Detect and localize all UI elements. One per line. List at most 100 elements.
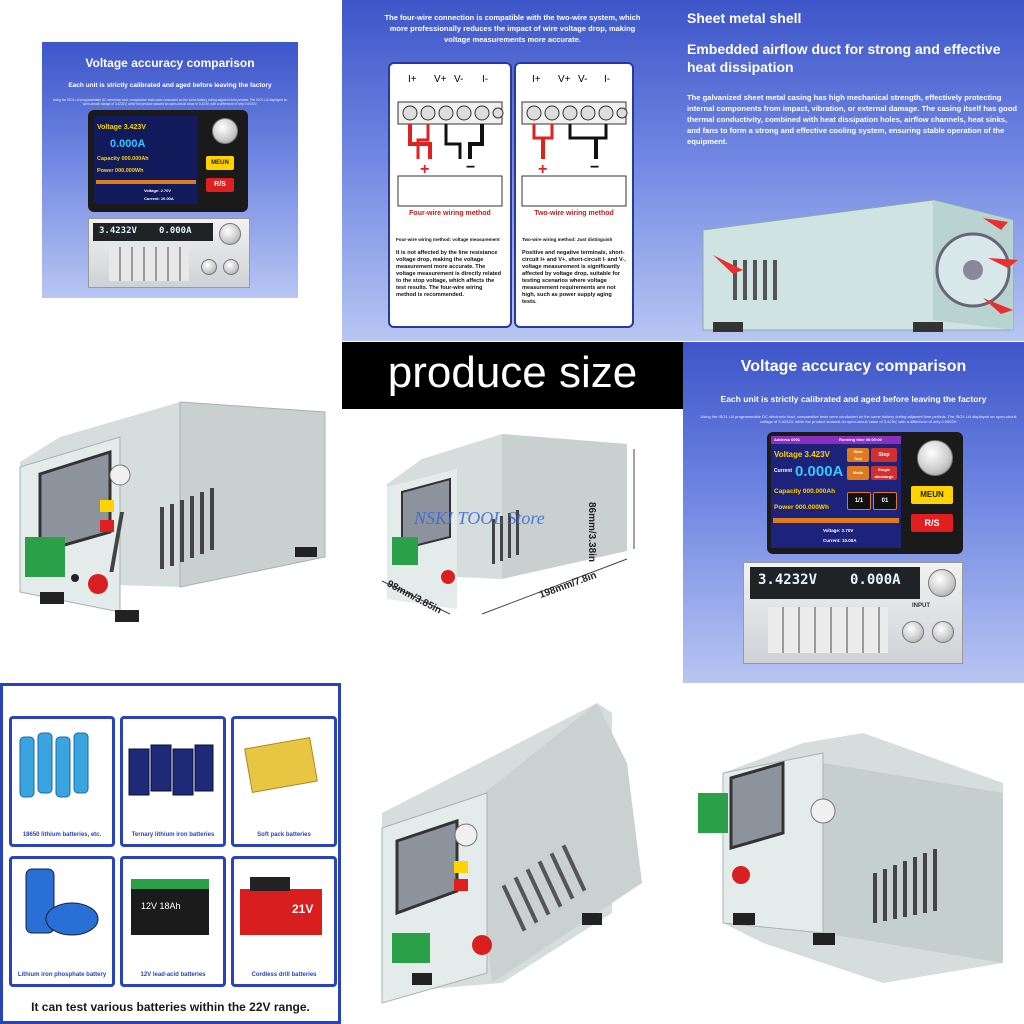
lcd-mode-button[interactable]: Mode xyxy=(847,466,869,480)
lcd-large-current: 0.000A xyxy=(795,463,844,480)
term2-label-i-minus: I- xyxy=(604,74,610,85)
lead-acid-rating: 12V 18Ah xyxy=(141,901,181,911)
input-terminal-minus[interactable] xyxy=(223,259,239,275)
reference-current-readout: 0.000A xyxy=(850,572,901,588)
meun-button[interactable]: MEUN xyxy=(206,156,234,170)
battery-label-18650: 18650 lithium batteries, etc. xyxy=(22,832,102,838)
accuracy-large-title: Voltage accuracy comparison xyxy=(740,358,967,375)
lcd-display-large: Address 0001 Running time 00:00:00 Volta… xyxy=(767,432,963,554)
reference-terminal-minus[interactable] xyxy=(932,621,954,643)
reference-input-label: INPUT xyxy=(912,603,930,609)
lcd-stop-button[interactable]: Stop xyxy=(871,448,897,462)
device-render-angled xyxy=(381,703,642,1004)
shell-body: The galvanized sheet metal casing has hi… xyxy=(687,93,1017,146)
battery-label-drill: Cordless drill batteries xyxy=(251,972,317,978)
wiring-panel: The four-wire connection is compatible w… xyxy=(342,0,683,341)
battery-card-18650: 18650 lithium batteries, etc. xyxy=(9,716,115,847)
four-wire-heading: Four-wire wiring method: voltage measure… xyxy=(396,237,500,242)
accuracy-card: Voltage accuracy comparison Each unit is… xyxy=(42,42,298,298)
reference-load-display: 3.4232V 0.000A xyxy=(750,567,920,599)
accuracy-panel-large: Voltage accuracy comparison Each unit is… xyxy=(683,342,1024,683)
reference-load-instrument: 3.4232V 0.000A xyxy=(88,218,250,288)
screen-current: 0.000A xyxy=(110,138,146,150)
shell-panel: Sheet metal shell Embedded airflow duct … xyxy=(683,0,1024,341)
lcd-large-row-voltage: Voltage: 2.70V xyxy=(823,528,854,533)
reference-load-keypad[interactable] xyxy=(768,607,888,653)
two-wire-diagram: I+ V+ V- I- + − xyxy=(521,74,628,207)
screen-capacity: Capacity 000.000Ah xyxy=(97,156,149,162)
battery-label-ternary: Ternary lithium iron batteries xyxy=(131,832,215,838)
wiring-intro: The four-wire connection is compatible w… xyxy=(384,13,641,44)
battery-plus-sign: + xyxy=(420,161,429,178)
shell-device-illustration xyxy=(702,200,1018,332)
lcd-screen: Voltage 3.423V 0.000A Capacity 000.000Ah… xyxy=(94,116,198,204)
lcd-start-label: Start xyxy=(853,449,863,454)
lcd-test-label: Test xyxy=(854,456,862,461)
lcd-large-meun-button[interactable]: MEUN xyxy=(911,486,953,504)
lcd-discharge-label: discharge xyxy=(874,474,894,479)
screen-power: Power 000.000Wh xyxy=(97,168,144,174)
rs-button[interactable]: R/S xyxy=(206,178,234,192)
size-banner-text: produce size xyxy=(387,348,638,397)
battery-card-lifepo4: Lithium iron phosphate battery xyxy=(9,856,115,987)
accuracy-panel-small: Voltage accuracy comparison Each unit is… xyxy=(0,0,341,341)
battery-label-lead-acid: 12V lead-acid batteries xyxy=(140,972,206,978)
two-wire-card: I+ V+ V- I- + − Two-wire wiring method T… xyxy=(514,62,634,328)
term-label-i-plus: I+ xyxy=(408,74,417,85)
encoder-knob[interactable] xyxy=(212,118,238,144)
device-photo-side xyxy=(683,683,1024,1024)
four-wire-body: It is not affected by the line resistanc… xyxy=(396,250,502,298)
lcd-large-voltage: Voltage 3.423V xyxy=(774,450,830,459)
battery-label-softpack: Soft pack batteries xyxy=(257,832,311,838)
instrument-current-readout: 0.000A xyxy=(159,226,192,236)
accuracy-title: Voltage accuracy comparison xyxy=(85,56,255,70)
lcd-header-time: Running time 00:00:00 xyxy=(839,437,882,442)
battery-card-drill: 21V Cordless drill batteries xyxy=(231,856,337,987)
lcd-count-b: 01 xyxy=(873,492,897,510)
reference-load-large: 3.4232V 0.000A INPUT xyxy=(743,562,963,664)
accuracy-subtitle: Each unit is strictly calibrated and age… xyxy=(68,82,272,89)
four-wire-title: Four-wire wiring method xyxy=(409,210,491,217)
screen-row-strip xyxy=(96,180,196,184)
reference-terminal-plus[interactable] xyxy=(902,621,924,643)
four-wire-diagram: I+ V+ V- I- + − xyxy=(397,74,504,207)
battery-card-lead-acid: 12V 18Ah 12V lead-acid batteries xyxy=(120,856,226,987)
battery-card-ternary: Ternary lithium iron batteries xyxy=(120,716,226,847)
screen-row-voltage: Voltage: 2.70V xyxy=(144,188,172,193)
lcd-large-knob[interactable] xyxy=(917,440,953,476)
term-label-i-minus: I- xyxy=(482,74,488,85)
instrument-knob[interactable] xyxy=(219,223,241,245)
term2-label-v-plus: V+ xyxy=(558,74,571,85)
input-terminal-plus[interactable] xyxy=(201,259,217,275)
instrument-voltage-readout: 3.4232V xyxy=(99,226,137,236)
lcd-large-power: Power 000.000Wh xyxy=(774,504,829,511)
accuracy-large-subtitle: Each unit is strictly calibrated and age… xyxy=(720,394,987,404)
battery2-minus-sign: − xyxy=(590,159,599,176)
reference-load-knob[interactable] xyxy=(928,569,956,597)
drill-voltage-print: 21V xyxy=(292,902,313,916)
lcd-count-a: 1/1 xyxy=(847,492,871,510)
battery-label-lifepo4: Lithium iron phosphate battery xyxy=(17,972,107,978)
screen-voltage: Voltage 3.423V xyxy=(97,124,146,131)
two-wire-body: Positive and negative terminals, short-c… xyxy=(522,250,626,305)
term2-label-v-minus: V- xyxy=(578,74,587,85)
store-watermark: NSKI TOOL Store xyxy=(414,508,545,528)
instrument-display: 3.4232V 0.000A xyxy=(93,223,213,241)
instrument-keypad[interactable] xyxy=(109,247,189,281)
two-wire-title: Two-wire wiring method xyxy=(534,210,614,217)
lcd-large-strip xyxy=(773,518,899,523)
lcd-large-rs-button[interactable]: R/S xyxy=(911,514,953,532)
battery-panel: 18650 lithium batteries, etc. Ternary li… xyxy=(0,683,341,1024)
accuracy-large-fineprint: Using the ISO1 Li4 programmable DC elect… xyxy=(700,414,1017,424)
two-wire-heading: Two-wire wiring method: Just distinguish xyxy=(522,237,613,242)
term-label-v-plus: V+ xyxy=(434,74,447,85)
battery-ternary-icon xyxy=(128,744,214,796)
battery-lifepo4-icon xyxy=(25,868,99,936)
accuracy-fineprint: Using the ISO1 Li4 programmable DC elect… xyxy=(52,98,288,106)
device-render-front xyxy=(19,401,326,622)
battery-minus-sign: − xyxy=(466,159,475,176)
lcd-large-screen: Address 0001 Running time 00:00:00 Volta… xyxy=(771,436,901,548)
lcd-display-small: Voltage 3.423V 0.000A Capacity 000.000Ah… xyxy=(88,110,248,212)
